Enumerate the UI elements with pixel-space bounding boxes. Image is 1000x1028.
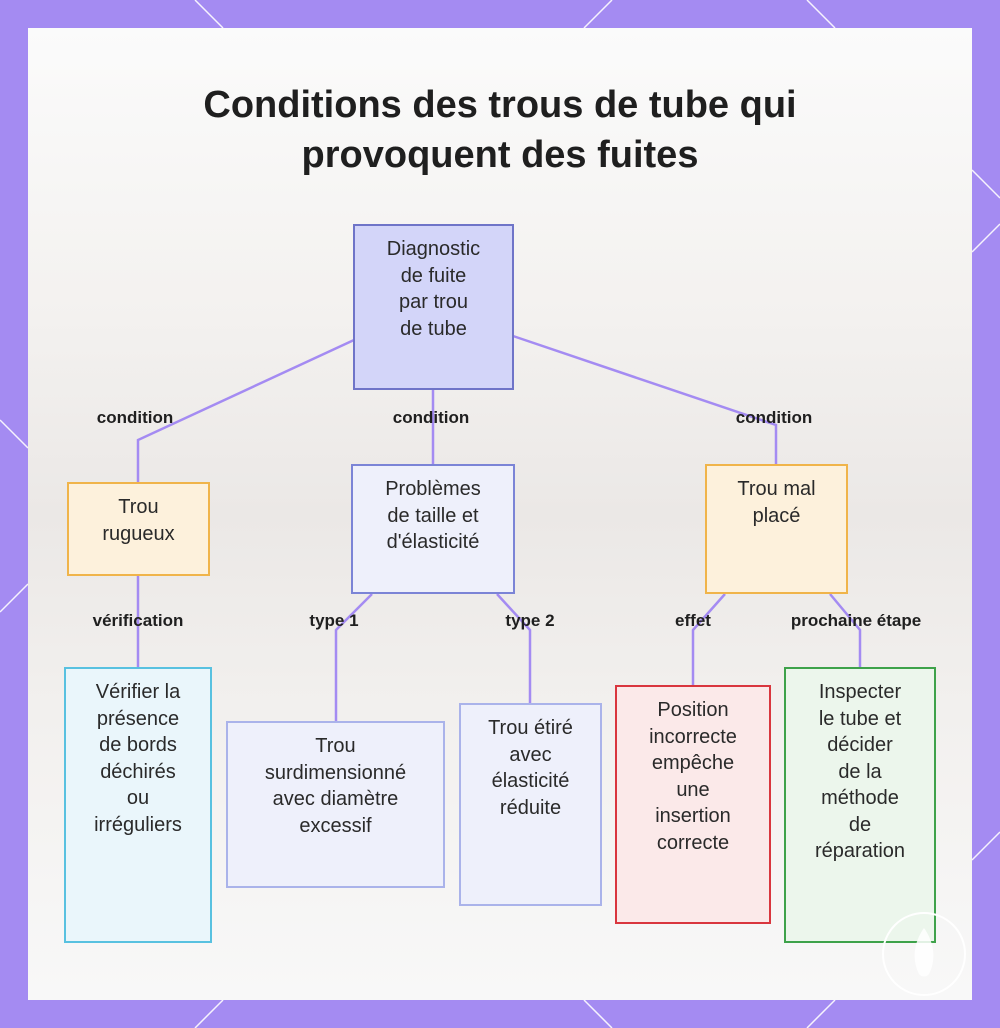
frame-deco-line <box>194 0 224 29</box>
node-inspect-repair: Inspecter le tube et décider de la métho… <box>784 667 936 943</box>
connector-size-oversized <box>334 593 373 721</box>
edge-label-effet: effet <box>675 611 711 630</box>
node-label: Diagnostic de fuite par trou de tube <box>386 238 481 340</box>
frame-deco-line <box>806 999 836 1028</box>
node-label: Trou étiré avec élasticité réduite <box>488 717 573 819</box>
leaf-icon <box>914 928 934 977</box>
node-label: Vérifier la présence de bords déchirés o… <box>94 681 182 836</box>
frame-deco-line <box>971 223 1000 253</box>
edge-label-verification: vérification <box>92 611 184 630</box>
connector-root-rough <box>136 338 355 482</box>
title-line-1: Conditions des trous de tube qui <box>203 84 797 126</box>
node-label: Position incorrecte empêche une insertio… <box>649 699 737 854</box>
frame-deco-line <box>0 583 29 613</box>
node-leak-diagnosis: Diagnostic de fuite par trou de tube <box>353 224 514 390</box>
title-line-2: provoquent des fuites <box>301 134 699 176</box>
frame-deco-line <box>971 169 1000 199</box>
edge-label-type1: type 1 <box>309 611 359 630</box>
diagram-title: Conditions des trous de tube qui provoqu… <box>60 80 940 180</box>
frame-deco-line <box>971 831 1000 861</box>
node-misplaced-hole: Trou mal placé <box>705 464 848 594</box>
frame-deco-line <box>806 0 836 29</box>
node-incorrect-position: Position incorrecte empêche une insertio… <box>615 685 771 924</box>
edge-label-condition-right: condition <box>735 408 813 427</box>
node-verify-edges: Vérifier la présence de bords déchirés o… <box>64 667 212 943</box>
node-label: Inspecter le tube et décider de la métho… <box>814 681 906 862</box>
connector-size-stretched <box>496 593 532 703</box>
node-stretched-hole: Trou étiré avec élasticité réduite <box>459 703 602 906</box>
edge-label-type2: type 2 <box>505 611 555 630</box>
frame-deco-line <box>583 999 613 1028</box>
connector-root-misplaced <box>512 334 778 464</box>
frame-deco-line <box>0 419 29 449</box>
connector-misplaced-inspect <box>829 593 862 667</box>
frame-deco-line <box>583 0 613 29</box>
edge-label-condition-mid: condition <box>392 408 470 427</box>
edge-label-condition-left: condition <box>96 408 174 427</box>
node-size-elasticity: Problèmes de taille et d'élasticité <box>351 464 515 594</box>
node-label: Trou mal placé <box>737 478 816 527</box>
node-label: Trou rugueux <box>102 496 175 545</box>
watermark-logo <box>882 912 966 996</box>
node-oversized-hole: Trou surdimensionné avec diamètre excess… <box>226 721 445 888</box>
node-label: Trou surdimensionné avec diamètre excess… <box>264 735 407 837</box>
node-rough-hole: Trou rugueux <box>67 482 210 576</box>
frame-deco-line <box>194 999 224 1028</box>
connector-misplaced-incorrect <box>691 593 726 685</box>
node-label: Problèmes de taille et d'élasticité <box>385 478 481 553</box>
edge-label-next-step: prochaine étape <box>790 611 922 630</box>
